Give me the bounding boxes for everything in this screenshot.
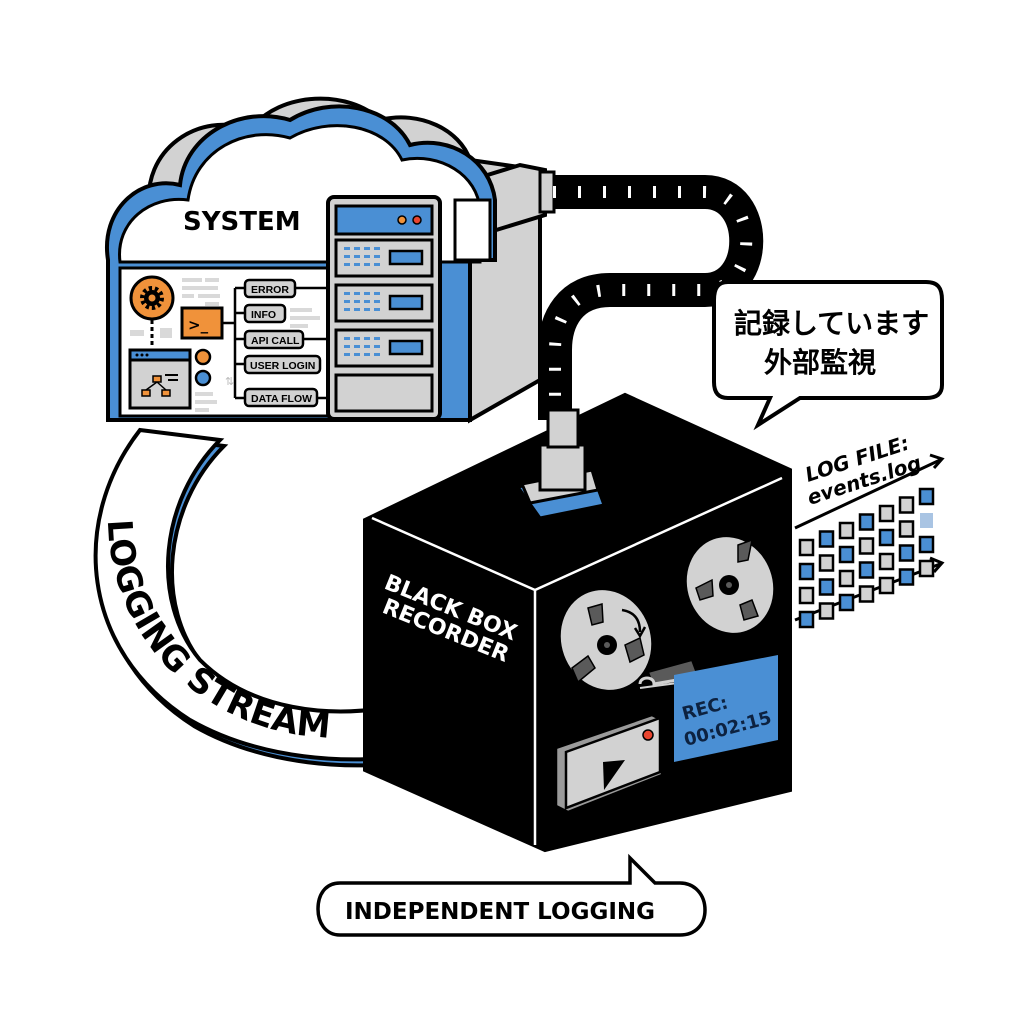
log-entry-cell bbox=[858, 585, 875, 603]
log-entry-cell bbox=[920, 513, 933, 528]
log-entry-cell bbox=[898, 544, 915, 562]
log-entry-cell bbox=[918, 487, 935, 506]
bubble-line1: 記録しています bbox=[734, 307, 929, 340]
log-tag-data-flow: DATA FLOW bbox=[243, 387, 319, 408]
log-entry-cell bbox=[818, 602, 835, 620]
bubble-line2: 外部監視 bbox=[764, 346, 876, 379]
log-tag-api-call: API CALL bbox=[243, 329, 305, 350]
rec-display: REC: 00:02:15 bbox=[674, 655, 778, 762]
svg-text:USER LOGIN: USER LOGIN bbox=[250, 360, 315, 372]
log-entry-cell bbox=[898, 496, 915, 514]
rack-unit bbox=[334, 283, 434, 323]
log-tag-info: INFO bbox=[243, 303, 287, 324]
log-entry-cell bbox=[898, 520, 915, 538]
log-entry-cell bbox=[838, 569, 855, 588]
right-tape-reel bbox=[683, 534, 777, 636]
log-grid bbox=[798, 487, 935, 629]
log-tag-user-login: USER LOGIN bbox=[243, 354, 322, 375]
log-file: LOG FILE: events.log bbox=[794, 431, 945, 629]
play-icon bbox=[603, 760, 625, 790]
log-entry-cell bbox=[878, 528, 895, 547]
svg-text:ERROR: ERROR bbox=[251, 284, 289, 296]
log-entry-cell bbox=[798, 538, 815, 557]
status-dot-orange bbox=[194, 348, 212, 366]
black-box-recorder: BLACK BOX RECORDER REC: 00 bbox=[363, 392, 792, 853]
terminal-icon: >_ bbox=[180, 306, 224, 340]
log-entry-cell bbox=[838, 593, 855, 612]
gear-icon bbox=[129, 275, 175, 321]
status-dot-blue bbox=[194, 369, 212, 387]
log-entry-cell bbox=[798, 586, 815, 605]
transfer-arrows-icon: ⇅ bbox=[225, 375, 234, 388]
log-entry-cell bbox=[858, 513, 875, 531]
logging-stream-label: LOGGING STREAM bbox=[99, 518, 332, 747]
svg-text:API CALL: API CALL bbox=[251, 335, 300, 347]
log-entry-cell bbox=[798, 610, 815, 629]
rack-unit bbox=[334, 238, 434, 278]
log-entry-cell bbox=[818, 578, 835, 596]
window-diagram-icon bbox=[128, 348, 192, 410]
log-entry-cell bbox=[878, 552, 895, 571]
log-tags: ERROR INFO API CALL USER LOGIN DATA FLOW bbox=[243, 278, 322, 408]
play-button[interactable] bbox=[554, 713, 664, 814]
log-entry-cell bbox=[878, 576, 895, 595]
svg-text:DATA FLOW: DATA FLOW bbox=[251, 393, 312, 405]
rotation-arrow-icon bbox=[621, 608, 642, 633]
independent-logging-badge: INDEPENDENT LOGGING bbox=[316, 853, 707, 937]
log-entry-cell bbox=[858, 537, 875, 555]
log-entry-cell bbox=[918, 535, 935, 554]
log-entry-cell bbox=[818, 554, 835, 572]
log-entry-cell bbox=[818, 530, 835, 548]
log-entry-cell bbox=[898, 568, 915, 586]
log-entry-cell bbox=[878, 504, 895, 523]
record-indicator-icon bbox=[642, 729, 654, 741]
svg-text:INFO: INFO bbox=[251, 309, 276, 321]
log-entry-cell bbox=[838, 545, 855, 564]
log-entry-cell bbox=[918, 559, 935, 578]
system-title: SYSTEM bbox=[183, 207, 301, 237]
svg-text:>_: >_ bbox=[188, 316, 209, 334]
log-entry-cell bbox=[838, 521, 855, 540]
left-tape-reel bbox=[557, 587, 655, 693]
log-tag-error: ERROR bbox=[243, 278, 297, 299]
speech-bubble: 記録しています 外部監視 bbox=[712, 280, 944, 431]
server-rack bbox=[326, 195, 442, 421]
log-entry-cell bbox=[858, 561, 875, 579]
independent-logging-label: INDEPENDENT LOGGING bbox=[345, 899, 655, 925]
rack-unit bbox=[334, 328, 434, 368]
log-entry-cell bbox=[798, 562, 815, 581]
system-panel: >_ ⇅ bbox=[128, 275, 330, 412]
